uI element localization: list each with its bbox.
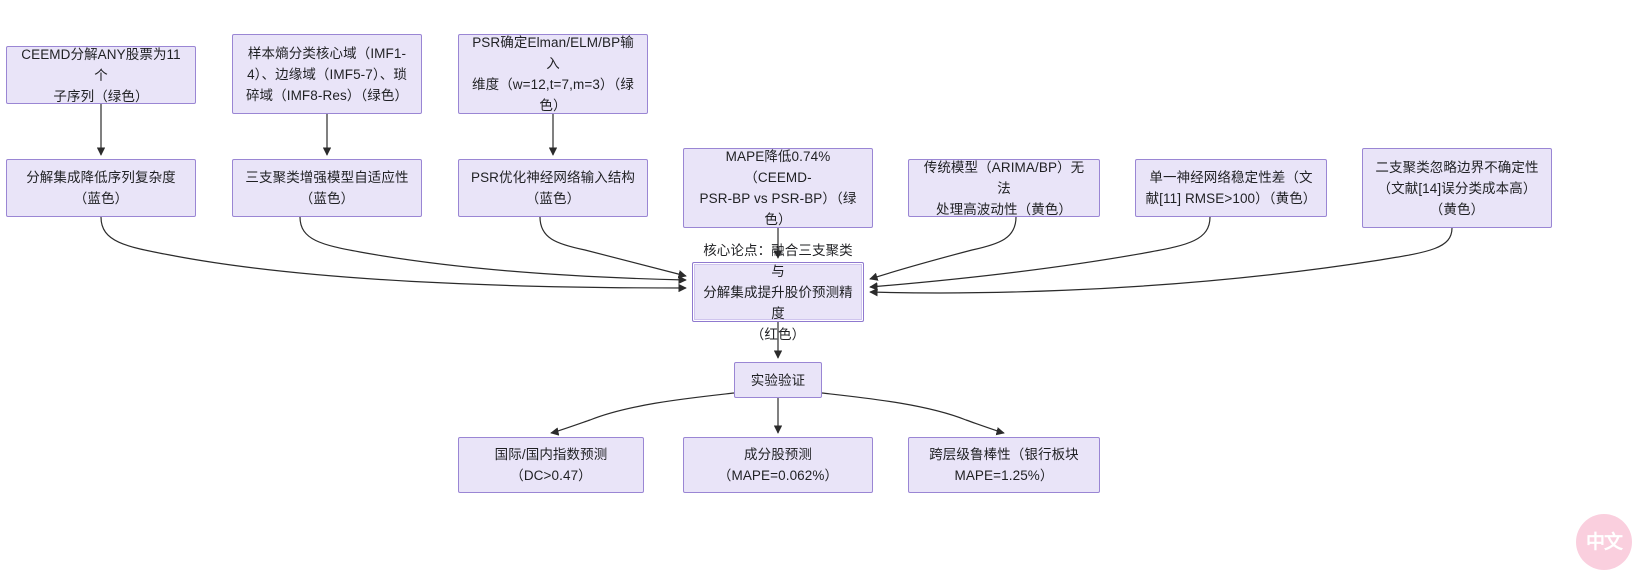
node-sample-entropy-classify[interactable]: 样本熵分类核心域（IMF1- 4）、边缘域（IMF5-7）、琐 碎域（IMF8-…: [232, 34, 422, 114]
node-label: 样本熵分类核心域（IMF1- 4）、边缘域（IMF5-7）、琐 碎域（IMF8-…: [245, 45, 409, 103]
watermark-text: 中文: [1585, 531, 1623, 553]
node-experiment-validation[interactable]: 实验验证: [734, 362, 822, 398]
edge-n12-n15: [821, 392, 1005, 436]
node-single-network-gap[interactable]: 单一神经网络稳定性差（文 献[11] RMSE>100）（黄色）: [1135, 159, 1327, 217]
node-cross-level-robustness-result[interactable]: 跨层级鲁棒性（银行板块 MAPE=1.25%）: [908, 437, 1100, 493]
node-label: 三支聚类增强模型自适应性 （蓝色）: [245, 170, 409, 206]
node-three-way-clustering-adaptivity[interactable]: 三支聚类增强模型自适应性 （蓝色）: [232, 159, 422, 217]
node-label: 实验验证: [750, 372, 806, 388]
node-label: PSR优化神经网络输入结构 （蓝色）: [470, 170, 636, 206]
edge-n10-n11: [869, 227, 1453, 297]
node-index-prediction-result[interactable]: 国际/国内指数预测 （DC>0.47）: [458, 437, 644, 493]
node-label: PSR确定Elman/ELM/BP输入 维度（w=12,t=7,m=3）（绿 色…: [472, 35, 634, 113]
node-psr-input-dimension[interactable]: PSR确定Elman/ELM/BP输入 维度（w=12,t=7,m=3）（绿 色…: [458, 34, 648, 114]
node-two-way-clustering-gap[interactable]: 二支聚类忽略边界不确定性 （文献[14]误分类成本高） （黄色）: [1362, 148, 1552, 228]
node-label: 跨层级鲁棒性（银行板块 MAPE=1.25%）: [929, 447, 1079, 483]
node-constituent-stock-result[interactable]: 成分股预测 （MAPE=0.062%）: [683, 437, 873, 493]
node-mape-improvement[interactable]: MAPE降低0.74%（CEEMD- PSR-BP vs PSR-BP）（绿 色…: [683, 148, 873, 228]
edge-n9-n11: [869, 216, 1211, 291]
node-label: CEEMD分解ANY股票为11个 子序列（绿色）: [21, 46, 181, 104]
edge-n6-n11: [539, 216, 687, 279]
watermark-badge: 中文: [1576, 514, 1632, 570]
node-label: 分解集成降低序列复杂度 （蓝色）: [26, 170, 176, 206]
node-core-claim[interactable]: 核心论点：融合三支聚类与 分解集成提升股价预测精度 （红色）: [692, 243, 864, 342]
node-label: 成分股预测 （MAPE=0.062%）: [717, 447, 839, 483]
node-label: 传统模型（ARIMA/BP）无法 处理高波动性（黄色）: [923, 159, 1085, 217]
edge-n5-n11: [299, 216, 687, 285]
node-label: 单一神经网络稳定性差（文 献[11] RMSE>100）（黄色）: [1145, 170, 1317, 206]
node-label: 二支聚类忽略边界不确定性 （文献[14]误分类成本高） （黄色）: [1375, 159, 1539, 217]
node-label: 核心论点：融合三支聚类与 分解集成提升股价预测精度 （红色）: [703, 242, 853, 342]
node-ceemd-decompose[interactable]: CEEMD分解ANY股票为11个 子序列（绿色）: [6, 46, 196, 104]
edge-n8-n11: [869, 216, 1017, 281]
node-traditional-model-gap[interactable]: 传统模型（ARIMA/BP）无法 处理高波动性（黄色）: [908, 159, 1100, 217]
edge-n12-n13: [550, 392, 735, 436]
node-label: 国际/国内指数预测 （DC>0.47）: [494, 447, 608, 483]
node-decompose-reduce-complexity[interactable]: 分解集成降低序列复杂度 （蓝色）: [6, 159, 196, 217]
edge-n4-n11: [100, 216, 687, 293]
node-psr-optimize-network[interactable]: PSR优化神经网络输入结构 （蓝色）: [458, 159, 648, 217]
node-label: MAPE降低0.74%（CEEMD- PSR-BP vs PSR-BP）（绿 色…: [699, 149, 857, 227]
